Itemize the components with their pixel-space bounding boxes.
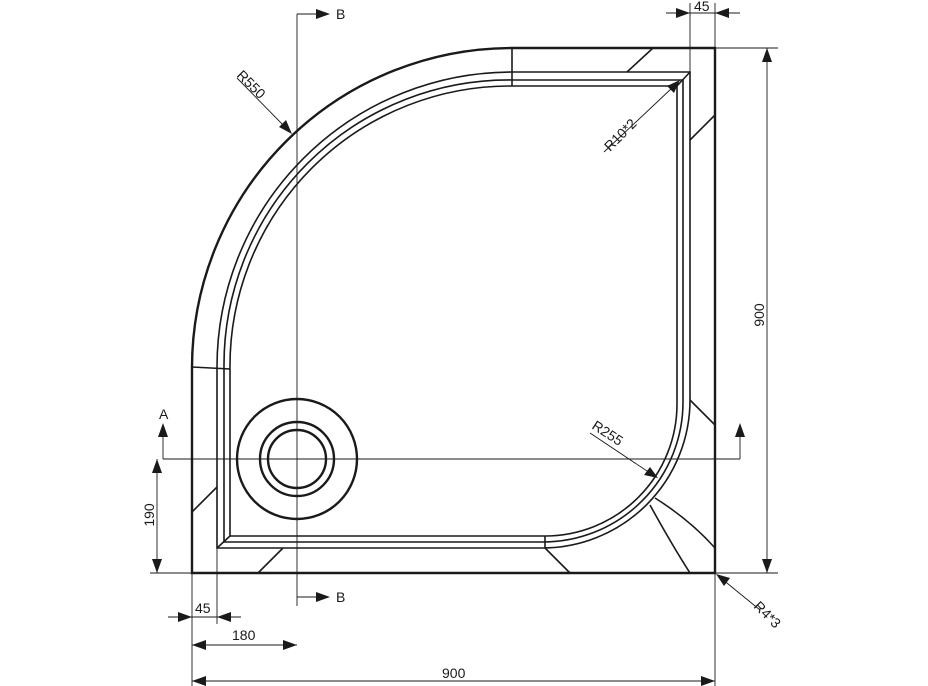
rim-stroke-5 (257, 547, 284, 574)
radius-r10-leader (603, 87, 673, 153)
rim-stroke-1 (626, 47, 654, 73)
section-b-top-arrow (316, 9, 330, 19)
dim-45-top-arrow-2 (715, 8, 729, 18)
rim-stroke-6 (544, 547, 571, 574)
section-a-right-arrow (735, 423, 745, 437)
dim-900-right-arrow-top (762, 48, 772, 62)
dim-900-bottom-label: 900 (442, 665, 466, 681)
radius-r255-leader (589, 432, 651, 474)
dim-45-bottom-label: 45 (195, 600, 211, 616)
dim-900-bottom-arrow-1 (192, 676, 206, 686)
rim-stroke-3 (689, 399, 716, 426)
radius-r10-arrow (667, 80, 680, 93)
rim-stroke-2 (689, 114, 716, 141)
radius-r550-arrow (279, 120, 292, 134)
radius-r4-leader (721, 578, 761, 611)
segment-joint-left (191, 366, 231, 370)
radius-r550-label: R550 (234, 67, 269, 102)
rim-stroke-4 (191, 486, 218, 513)
section-b-top-label: B (336, 6, 345, 22)
radius-r255-arrow (644, 467, 658, 478)
corner-bevel-left (216, 535, 231, 549)
radius-r255-label: R255 (589, 417, 626, 449)
tray-basin-line-2 (229, 85, 678, 537)
tray-outer-outline (190, 46, 717, 575)
dim-180-arrow-1 (192, 640, 206, 650)
section-b-bottom-arrow (316, 592, 330, 602)
radius-r10-label: R10*2 (601, 115, 640, 154)
radius-r4-label: R4*3 (751, 598, 784, 631)
corner-bevel (676, 71, 691, 87)
tray-rim-edge (216, 71, 691, 549)
section-a-label: A (159, 406, 169, 422)
section-a-left-arrow (158, 423, 168, 437)
dim-45-top-label: 45 (694, 0, 710, 14)
dim-45-bottom-arrow-1 (178, 612, 192, 622)
dim-190-arrow-bottom (152, 559, 162, 573)
dim-900-right-arrow-bottom (762, 559, 772, 573)
dim-45-top-arrow-1 (676, 8, 690, 18)
rim-curve-2 (654, 497, 716, 549)
rim-curve-1 (649, 504, 691, 574)
dim-900-bottom-arrow-2 (701, 676, 715, 686)
radius-r550-leader (236, 77, 287, 129)
dim-45-bottom-arrow-2 (217, 612, 231, 622)
dim-190-label: 190 (141, 503, 157, 527)
dim-180-label: 180 (232, 627, 256, 643)
tray-basin-line-1 (223, 79, 684, 543)
dim-180-arrow-2 (283, 640, 297, 650)
dim-190-arrow-top (152, 459, 162, 473)
section-b-bottom-label: B (336, 589, 345, 605)
dim-900-right-label: 900 (751, 303, 767, 327)
radius-r4-arrow (716, 574, 730, 586)
